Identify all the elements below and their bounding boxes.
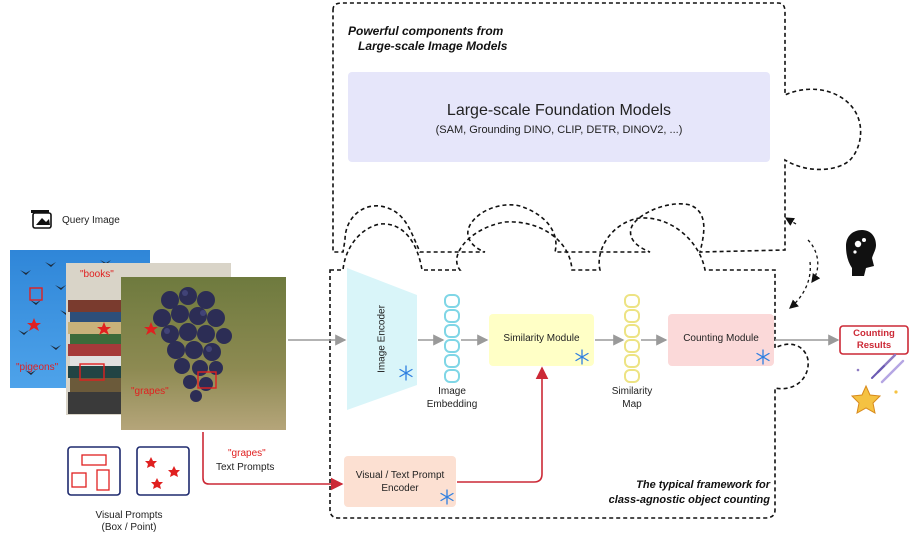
point-prompt-icon (136, 446, 190, 496)
head-brain-icon (846, 230, 876, 276)
similarity-map-label: Similarity Map (600, 385, 664, 411)
foundation-models-subtitle: (SAM, Grounding DINO, CLIP, DETR, DINOV2… (435, 124, 683, 136)
framework-caption-line2: class-agnostic object counting (608, 494, 770, 506)
image-encoder-label: Image Encoder (376, 305, 388, 373)
snowflake-icon (575, 349, 589, 365)
counting-results-line2: Results (856, 340, 892, 351)
image-embedding-label-line1: Image (438, 386, 466, 397)
similarity-module-label: Similarity Module (503, 333, 580, 344)
prompt-arrows (202, 366, 549, 491)
snowflake-icon (440, 489, 454, 505)
prompt-encoder-line1: Visual / Text Prompt (355, 470, 445, 481)
point-star-icon (27, 318, 41, 331)
shooting-star-icon (850, 353, 905, 414)
box-prompt-icon (67, 446, 121, 496)
visual-prompts-label: Visual Prompts (Box / Point) (68, 510, 190, 534)
books-label: "books" (80, 269, 114, 280)
similarity-map-label-line1: Similarity (611, 386, 653, 397)
top-panel-title-line1: Powerful components from (348, 24, 504, 38)
visual-prompts-line1: Visual Prompts (95, 510, 163, 521)
bottom-puzzle-piece (329, 217, 809, 519)
transfer-arrows (784, 217, 821, 309)
grapes-image (121, 277, 286, 430)
snowflake-icon (756, 349, 770, 365)
prompt-encoder-label: Visual / Text Prompt Encoder (344, 469, 456, 495)
framework-caption-line1: The typical framework for (636, 479, 770, 491)
prompt-encoder-line2: Encoder (381, 483, 419, 494)
grapes-label: "grapes" (131, 386, 169, 397)
point-star-icon (144, 322, 158, 335)
counting-results-line1: Counting (853, 328, 895, 339)
counting-module-box (668, 314, 774, 366)
image-encoder-shape (347, 268, 417, 410)
pigeons-label: "pigeons" (16, 362, 59, 373)
top-panel-title-line2: Large-scale Image Models (358, 39, 508, 53)
visual-prompts-line2: (Box / Point) (101, 522, 157, 533)
picture-icon (31, 210, 52, 229)
image-embedding-label: Image Embedding (420, 385, 484, 411)
image-embedding (444, 294, 460, 383)
query-image-label: Query Image (62, 215, 120, 226)
framework-caption: The typical framework for class-agnostic… (585, 478, 770, 508)
foundation-models-box (348, 72, 770, 162)
similarity-map (624, 294, 640, 383)
point-star-icon (97, 322, 111, 335)
snowflake-icon (399, 365, 413, 381)
foundation-models-title: Large-scale Foundation Models (446, 102, 672, 119)
similarity-module-box (489, 314, 594, 366)
image-embedding-label-line2: Embedding (426, 399, 478, 410)
counting-module-label: Counting Module (683, 333, 759, 344)
text-prompts-label: Text Prompts (216, 462, 275, 473)
text-prompt-value: "grapes" (228, 448, 266, 459)
counting-results-label: Counting Results (840, 328, 908, 352)
prompt-encoder-box (344, 456, 456, 507)
top-panel-title: Powerful components from Large-scale Ima… (348, 24, 507, 54)
similarity-map-label-line2: Map (622, 399, 642, 410)
top-puzzle-piece (332, 2, 862, 253)
counting-results-box (839, 325, 909, 355)
